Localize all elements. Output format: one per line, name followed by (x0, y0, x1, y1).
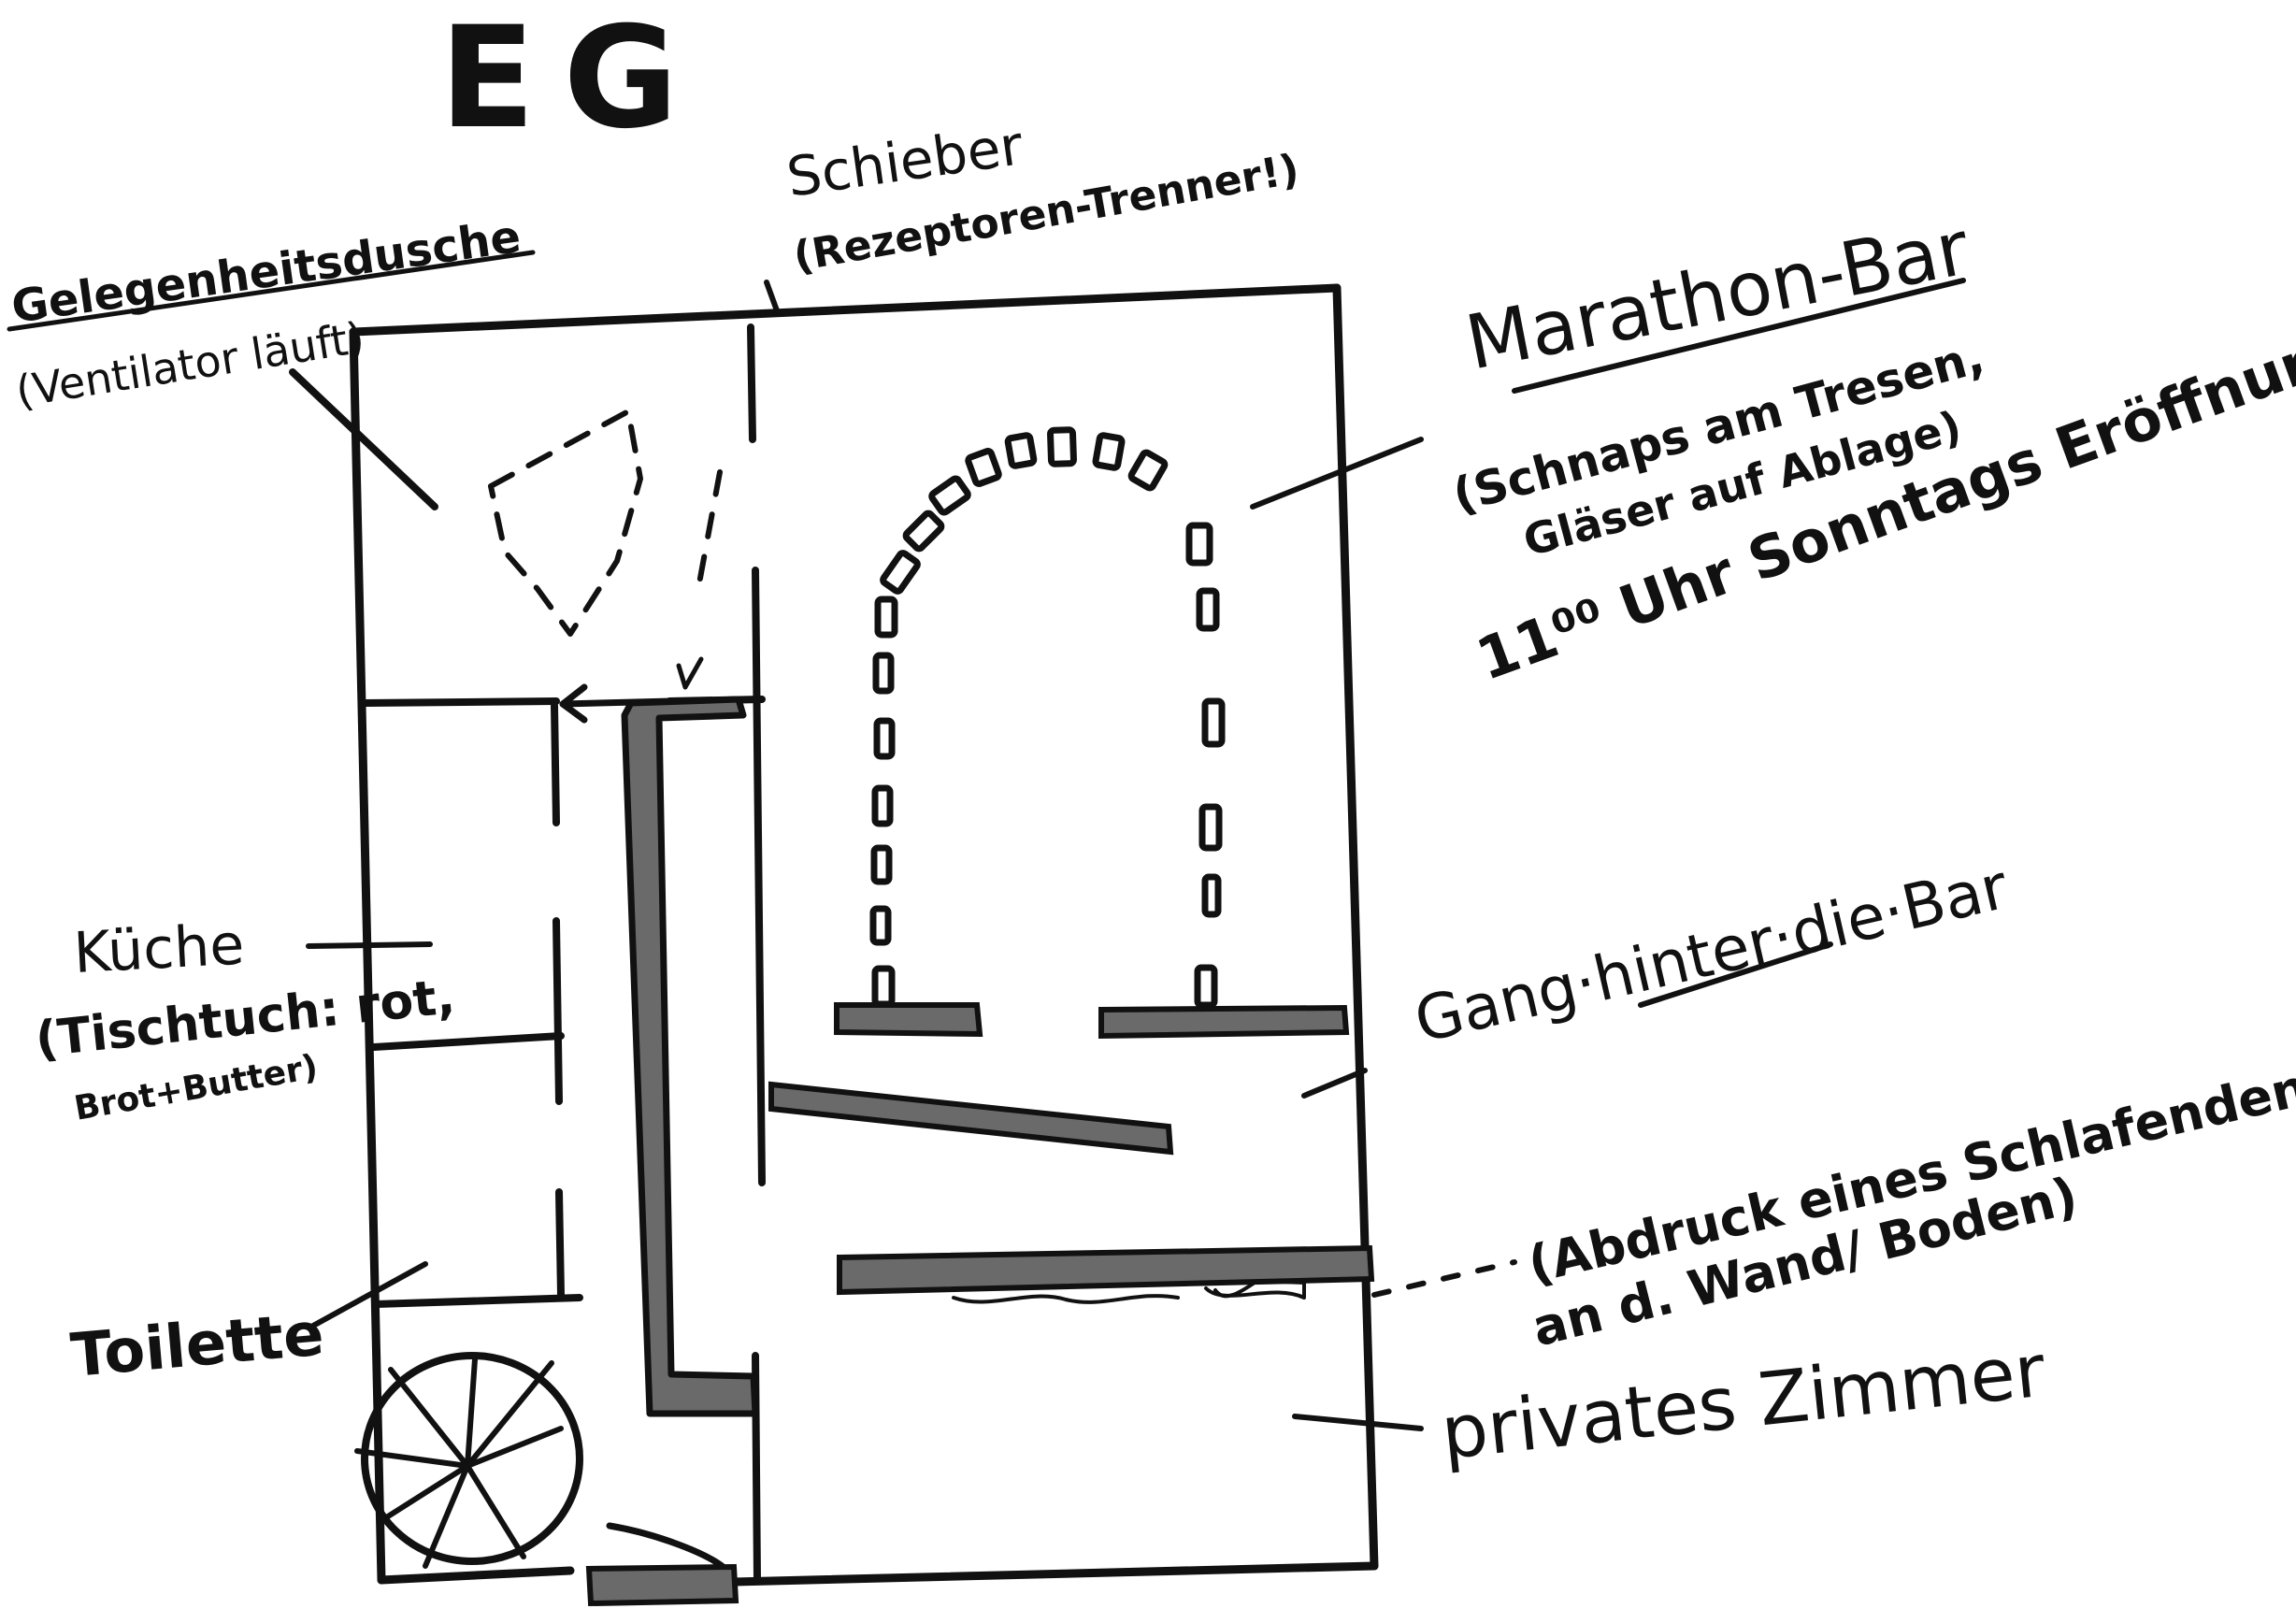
bar-stool (965, 448, 1002, 487)
corridor-wall (621, 696, 759, 1417)
bar-stool (902, 510, 945, 553)
toilet-top-wall (372, 1294, 583, 1308)
toilet-spoke-6 (423, 1357, 478, 1569)
privates-zimmer-leader (1292, 1414, 1424, 1431)
kueche-leader (306, 941, 433, 949)
bar-stool (871, 965, 896, 1008)
gang-label: Gang·hinter·die·Bar (1408, 851, 2015, 1057)
kueche-label: Küche (72, 912, 246, 986)
marathon-bar-underline (1512, 278, 1966, 394)
bar-stool (1092, 432, 1126, 471)
divider-wall-middle (752, 567, 766, 1186)
kitchen-right-wall (552, 917, 563, 1105)
ventilator-mark (289, 368, 438, 510)
floor-title: EG (439, 0, 707, 160)
kitchen-bottom-wall (370, 1032, 565, 1051)
north-wall (349, 283, 1342, 337)
toilet-right-wall (555, 1188, 565, 1299)
bar-stool (880, 550, 921, 595)
shower-area (289, 323, 766, 1584)
divider-wall-upper (747, 323, 756, 443)
bar-stool (1201, 873, 1222, 918)
toilette-leader (310, 1261, 428, 1329)
bar-base-left (834, 1002, 983, 1038)
gang-leader (1301, 1068, 1368, 1099)
bar-stool (871, 784, 894, 827)
toilet-spoke-5 (354, 1448, 470, 1469)
bar-stool (1004, 432, 1038, 469)
bar-stool (928, 475, 971, 516)
toilet-spoke-4 (385, 1463, 470, 1519)
door-arrow-head (559, 683, 588, 724)
toilet-circle (361, 1352, 583, 1565)
south-wall-right (729, 1561, 1379, 1587)
entrance-threshold (585, 1563, 739, 1607)
gelegenheitsdusche-label: Gelegenheitsdusche (8, 210, 524, 334)
south-wall-left (377, 1566, 575, 1585)
bar-stool (1198, 803, 1223, 852)
marathon-leader (1250, 437, 1424, 510)
bar-stool (1127, 449, 1169, 492)
east-wall (1332, 283, 1379, 1571)
bar-stool (1196, 587, 1220, 632)
gelegenheitsdusche-note: (Ventilator läuft) (12, 312, 367, 417)
gang-wall (768, 1081, 1174, 1156)
toilet-spoke-2 (465, 1360, 554, 1469)
privates-zimmer-label: privates Zimmer (1438, 1329, 2050, 1476)
toilette-label: Toilette (68, 1300, 326, 1391)
bar-base-right (1098, 1004, 1350, 1040)
bar-base-walls (834, 1002, 1350, 1040)
toilet-spoke-3 (465, 1426, 564, 1469)
bar-stool (870, 844, 893, 885)
bar-stool (874, 596, 898, 639)
schieber-leader (764, 280, 781, 316)
sleeper-imprint-scribble (952, 1279, 1306, 1304)
west-wall (349, 327, 386, 1585)
entrance (585, 1522, 739, 1607)
outer-walls (349, 283, 1379, 1587)
marathon-bar-counter (869, 426, 1226, 1009)
gelegenheitsdusche-underline (7, 250, 536, 332)
toilet-fixture (354, 1352, 583, 1569)
interior-walls (768, 1081, 1375, 1304)
leader-lines (306, 280, 1517, 1431)
arrow-tick (676, 656, 704, 690)
kitchen-top-wall (361, 697, 560, 707)
kitchen-door-jamb-upper (551, 702, 560, 826)
sliding-door-path (694, 469, 723, 601)
schieber-label: Schieber (782, 113, 1026, 209)
abdruck-leader (1371, 1259, 1517, 1298)
gang-hinter-underline (1638, 941, 1833, 1008)
bar-stool (1047, 426, 1077, 467)
bar-stool (869, 905, 892, 946)
bar-stool (872, 652, 895, 695)
bar-stool (1185, 522, 1213, 567)
shower-outline-dashed (488, 409, 643, 637)
bar-stool (1194, 964, 1218, 1009)
bar-stool (873, 717, 896, 760)
entrance-door-swing (606, 1522, 731, 1574)
private-room-wall (837, 1244, 1375, 1296)
bar-stool (1201, 697, 1226, 748)
